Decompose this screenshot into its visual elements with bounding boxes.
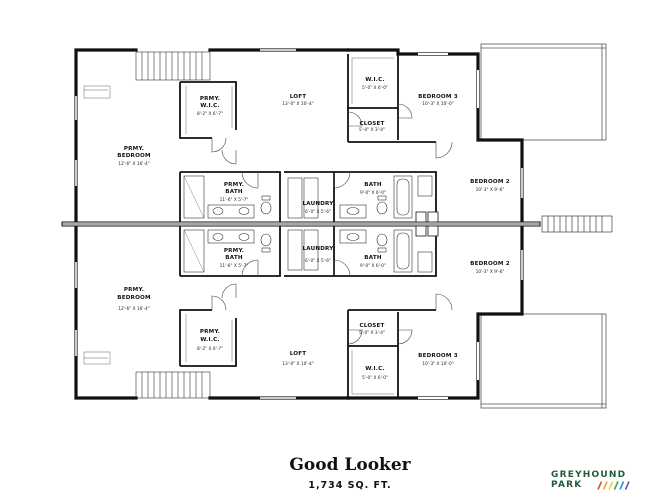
room-dims-bedroom-2: 10'-3" X 9'-6": [476, 269, 505, 275]
party-wall: [61, 221, 541, 227]
brand-stripe: [602, 481, 608, 490]
room-label-prmy-wic: PRMY.: [200, 329, 220, 335]
loft-closet-box: [83, 85, 111, 365]
doors: [211, 103, 453, 345]
brand-name-line-1: GREYHOUND: [551, 470, 627, 480]
lower-unit-labels: PRMY. BATH 11'-6" X 5'-7" LAUNDRY 6'-0" …: [117, 246, 510, 381]
upper-deck: [480, 43, 607, 141]
room-dims-wic: 5'-0" X 6'-0": [362, 375, 388, 381]
room-dims-laundry: 6'-0" X 5'-6": [305, 209, 331, 215]
room-label-bedroom-2: BEDROOM 2: [470, 179, 510, 185]
room-label-prmy-bath-2: BATH: [225, 255, 243, 261]
room-label-bedroom-3: BEDROOM 3: [418, 353, 458, 359]
room-dims-bedroom-3: 10'-3" X 10'-0": [422, 361, 454, 367]
fixtures: [183, 175, 433, 273]
room-dims-closet: 5'-0" X 3'-4": [359, 127, 385, 133]
floor-plan: LOFT 13'-0" X 10'-4" W.I.C. 5'-0" X 6'-0…: [61, 43, 613, 409]
room-dims-bedroom-3: 10'-3" X 10'-0": [422, 101, 454, 107]
room-label-wic: W.I.C.: [365, 366, 384, 372]
room-label-prmy-bath: PRMY.: [224, 248, 244, 254]
room-dims-laundry: 6'-0" X 5'-6": [305, 258, 331, 264]
plan-square-footage: 1,734 SQ. FT.: [308, 480, 392, 491]
mech-boxes: [415, 211, 439, 237]
brand-stripe: [624, 481, 630, 490]
room-dims-bedroom-2: 10'-3" X 9'-6": [476, 187, 505, 193]
brand-stripe: [608, 481, 614, 490]
room-label-prmy-bath: PRMY.: [224, 182, 244, 188]
room-dims-bath: 9'-0" X 6'-0": [360, 263, 386, 269]
room-dims-prmy-bath: 11'-6" X 5'-7": [220, 263, 249, 269]
brand-stripe: [613, 481, 619, 490]
room-dims-prmy-wic: 8'-2" X 6'-7": [197, 346, 223, 352]
room-label-prmy-bedroom: PRMY.: [124, 146, 144, 152]
room-label-prmy-bedroom-2: BEDROOM: [117, 153, 151, 159]
room-label-wic: W.I.C.: [365, 77, 384, 83]
brand-stripes-icon: [597, 481, 630, 490]
right-walkway: [541, 215, 613, 233]
room-dims-closet: 5'-0" X 3'-4": [359, 330, 385, 336]
room-dims-loft: 13'-0" X 10'-4": [282, 361, 314, 367]
room-dims-wic: 5'-0" X 6'-0": [362, 85, 388, 91]
room-dims-prmy-wic: 8'-2" X 6'-7": [197, 111, 223, 117]
room-label-prmy-wic-2: W.I.C.: [200, 337, 219, 343]
room-label-laundry: LAUNDRY: [302, 201, 334, 207]
windows: [75, 49, 523, 399]
room-dims-prmy-bedroom: 12'-6" X 16'-4": [118, 161, 150, 167]
room-label-bath: BATH: [364, 255, 382, 261]
room-label-prmy-wic-2: W.I.C.: [200, 103, 219, 109]
stairs-upper: [135, 51, 211, 81]
brand-stripe: [619, 481, 625, 490]
room-label-bath: BATH: [364, 182, 382, 188]
room-label-bedroom-2: BEDROOM 2: [470, 261, 510, 267]
room-label-prmy-bath-2: BATH: [225, 189, 243, 195]
room-dims-bath: 9'-0" X 6'-0": [360, 190, 386, 196]
room-dims-loft: 13'-0" X 10'-4": [282, 101, 314, 107]
closet-shelves: [84, 57, 394, 395]
greyhound-park-logo: GREYHOUND PARK: [551, 470, 631, 496]
window-lines: [74, 48, 524, 400]
room-label-prmy-wic: PRMY.: [200, 96, 220, 102]
room-label-loft: LOFT: [290, 351, 307, 357]
room-dims-prmy-bedroom: 12'-6" X 16'-4": [118, 306, 150, 312]
room-label-closet: CLOSET: [359, 121, 384, 127]
room-label-closet: CLOSET: [359, 323, 384, 329]
brand-stripe: [597, 481, 603, 490]
lower-deck: [480, 313, 607, 409]
brand-name-line-2: PARK: [551, 480, 583, 490]
stairs-lower: [135, 371, 211, 399]
plan-title: Good Looker: [289, 455, 411, 475]
upper-unit-labels: LOFT 13'-0" X 10'-4" W.I.C. 5'-0" X 6'-0…: [117, 77, 510, 215]
room-label-prmy-bedroom: PRMY.: [124, 287, 144, 293]
room-label-laundry: LAUNDRY: [302, 246, 334, 252]
room-label-bedroom-3: BEDROOM 3: [418, 94, 458, 100]
room-dims-prmy-bath: 11'-6" X 5'-7": [220, 197, 249, 203]
room-label-prmy-bedroom-2: BEDROOM: [117, 295, 151, 301]
room-label-loft: LOFT: [290, 94, 307, 100]
interior-walls: [179, 54, 437, 398]
